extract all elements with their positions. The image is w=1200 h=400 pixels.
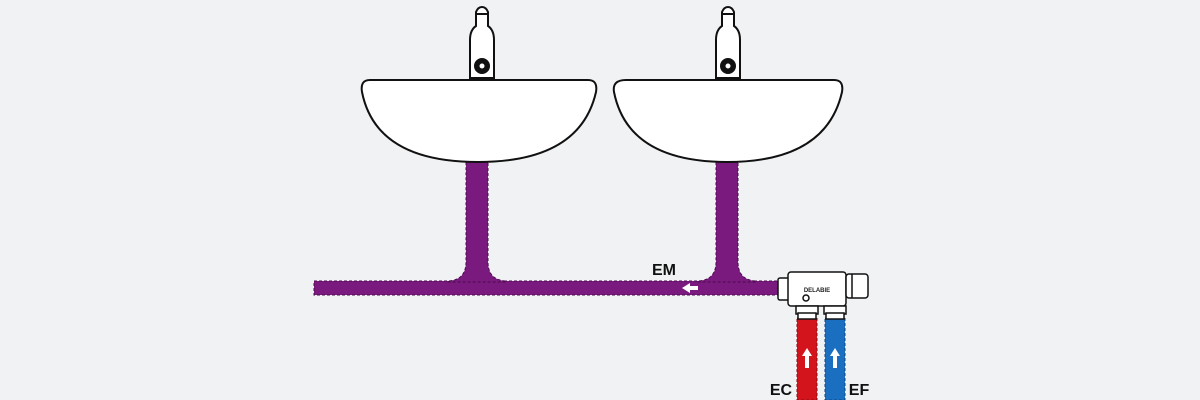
basin-icon: [360, 79, 598, 164]
brand-label: DELABIE: [804, 288, 830, 294]
basin-icon: [612, 79, 844, 164]
mixed-riser-2: [697, 159, 757, 283]
cold-flow-arrow-icon: [830, 348, 840, 368]
mixed-riser-1: [447, 159, 507, 283]
hot-water-label: EC: [770, 382, 793, 399]
cold-water-label: EF: [849, 382, 870, 399]
mixed-water-label: EM: [652, 262, 676, 279]
basin-1: [360, 5, 598, 164]
hot-flow-arrow-icon: [802, 348, 812, 368]
supply-pipes: [796, 317, 846, 400]
mixing-valve-icon: [777, 271, 869, 320]
flow-arrow-icon: [682, 283, 698, 293]
mixed-main-pipe: [313, 280, 781, 296]
faucet-icon: [715, 5, 741, 79]
faucet-icon: [469, 5, 495, 79]
basin-2: [612, 5, 844, 164]
